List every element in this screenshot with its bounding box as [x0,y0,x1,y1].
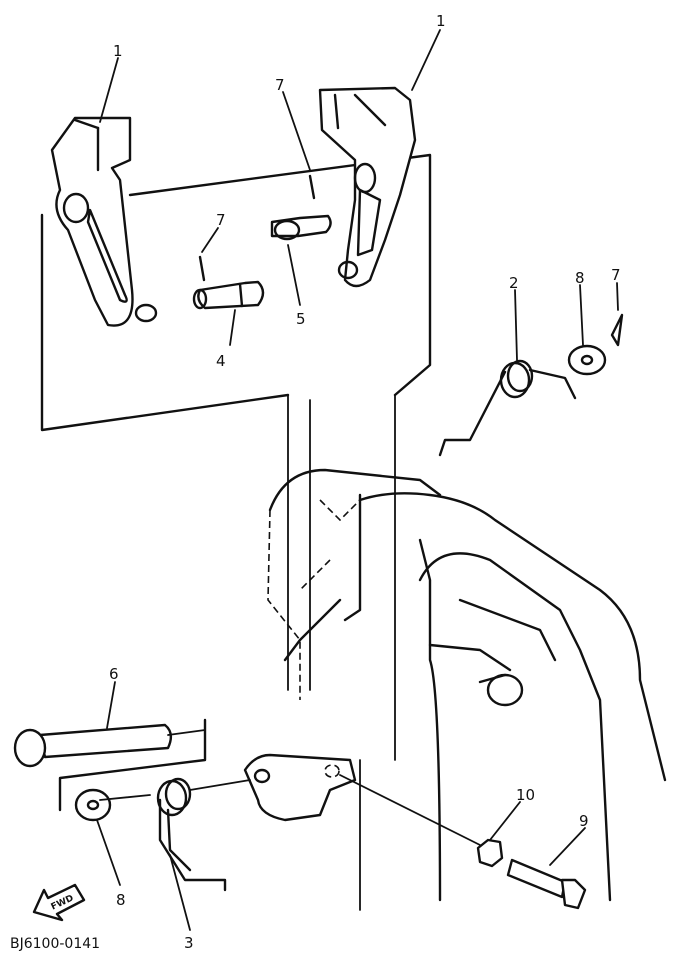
callout-7-left: 7 [216,211,226,229]
pin-4 [192,280,265,310]
callout-7-upper: 7 [275,76,285,94]
cotter-pin-7-upper [308,174,316,200]
pin-6 [13,723,206,768]
lever-left [50,116,158,327]
callout-labels: 1 1 7 7 7 2 8 4 5 6 8 3 10 9 [109,12,621,952]
lever-right [318,86,417,288]
callout-1-left: 1 [113,42,123,60]
callout-9: 9 [579,812,589,830]
spring-3 [156,777,227,892]
callout-6: 6 [109,665,119,683]
washer-8-lower [74,788,112,822]
callout-7-right: 7 [611,266,621,284]
cotter-pin-7-left [198,255,206,282]
callout-8-lower: 8 [116,891,126,909]
bracket-foot [243,753,357,822]
callout-4: 4 [216,352,226,370]
leader-lines [96,29,619,931]
nut-10 [476,838,504,868]
callout-5: 5 [296,310,306,328]
fwd-arrow: FWD [32,883,86,922]
callout-8-upper: 8 [575,269,585,287]
bolt-9 [506,858,587,910]
pin-5 [270,214,332,241]
callout-3: 3 [184,934,194,952]
callout-1-right: 1 [436,12,446,30]
spring-2 [438,359,577,457]
washer-8-upper [567,344,607,376]
callout-2: 2 [509,274,519,292]
bracket-body [267,468,667,902]
callout-10: 10 [516,786,535,804]
cotter-pin-7-right [610,313,624,347]
diagram-code: BJ6100-0141 [10,936,100,952]
